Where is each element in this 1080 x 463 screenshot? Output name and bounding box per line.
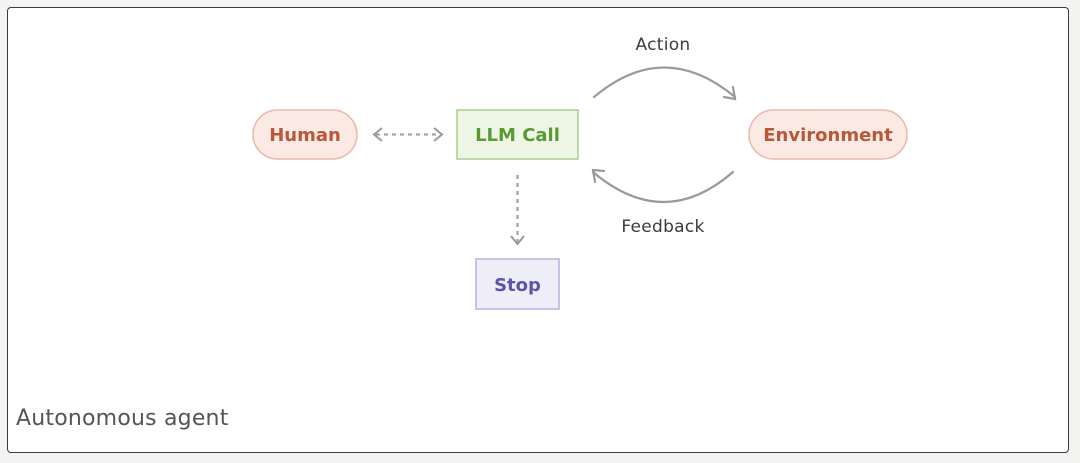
node-human: Human [252, 109, 358, 160]
arrow-action [592, 66, 737, 101]
edge-label-action: Action [635, 35, 690, 55]
diagram-frame [7, 7, 1069, 453]
arrow-human-llm [372, 127, 444, 142]
node-stop: Stop [475, 258, 560, 310]
node-environment: Environment [748, 109, 908, 160]
node-llm-call: LLM Call [456, 109, 579, 160]
arrow-llm-stop [510, 175, 525, 246]
node-llm-call-label: LLM Call [475, 125, 560, 146]
arrow-feedback [591, 168, 735, 204]
node-human-label: Human [269, 125, 341, 146]
edge-label-feedback: Feedback [621, 217, 704, 237]
diagram-caption: Autonomous agent [16, 406, 229, 431]
node-stop-label: Stop [494, 275, 541, 296]
node-environment-label: Environment [763, 125, 893, 146]
